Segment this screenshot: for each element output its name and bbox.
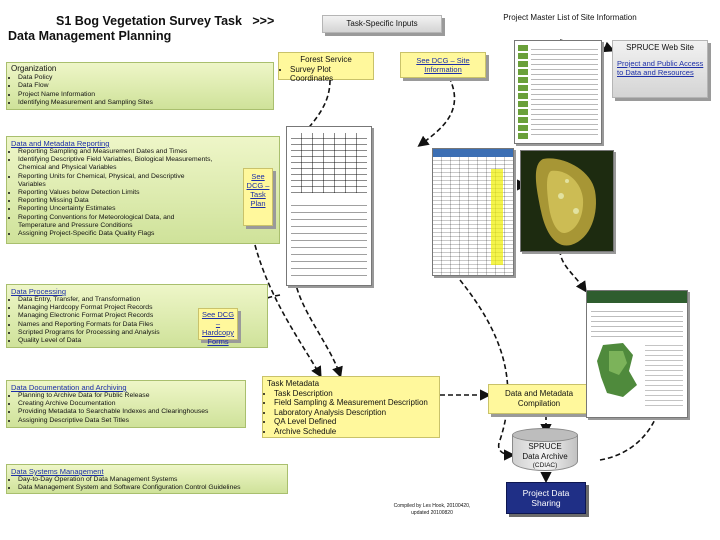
forest-service-title: Forest Service [300, 55, 352, 64]
task-metadata-title: Task Metadata [267, 379, 320, 388]
field-form-thumbnail [286, 126, 372, 286]
documentation-item: Planning to Archive Data for Public Rele… [18, 392, 241, 400]
master-list-label: Project Master List of Site Information [503, 13, 637, 22]
spreadsheet-thumbnail [432, 148, 514, 276]
spruce-web-title: SPRUCE Web Site [626, 43, 694, 52]
master-list-thumbnail [514, 40, 602, 144]
website-map-image [597, 343, 637, 397]
arrow-site-to-spreadsheet [417, 69, 456, 147]
see-dcg-task-link[interactable]: See DCG – Task Plan [246, 172, 270, 208]
data-reporting-title[interactable]: Data and Metadata Reporting [11, 139, 110, 148]
processing-item: Managing Hardcopy Format Project Records [18, 304, 193, 312]
data-reporting-item: Reporting Units for Chemical, Physical, … [18, 173, 214, 189]
data-reporting-item: Reporting Conventions for Meteorological… [18, 214, 214, 230]
data-reporting-item: Reporting Uncertainty Estimates [18, 205, 214, 213]
task-metadata-box: Task Metadata Task Description Field Sam… [262, 376, 440, 438]
organization-box: Organization Data Policy Data Flow Proje… [6, 62, 274, 110]
see-dcg-task-box: See DCG – Task Plan [243, 168, 273, 226]
task-metadata-item: Laboratory Analysis Description [274, 408, 435, 418]
data-reporting-item: Reporting Sampling and Measurement Dates… [18, 148, 214, 156]
organization-item: Data Policy [18, 74, 269, 82]
data-reporting-item: Assigning Project-Specific Data Quality … [18, 230, 214, 238]
page-title-line1: S1 Bog Vegetation Survey Task >>> [56, 14, 275, 28]
archive-line3: (CDIAC) [532, 462, 558, 470]
data-reporting-box: Data and Metadata Reporting Reporting Sa… [6, 136, 280, 244]
documentation-item: Creating Archive Documentation [18, 400, 241, 408]
page-title: S1 Bog Vegetation Survey Task >>> Data M… [8, 14, 298, 44]
page-title-line2: Data Management Planning [8, 29, 172, 43]
arrow-master-to-web [559, 39, 615, 53]
archive-cylinder: SPRUCE Data Archive (CDIAC) [512, 428, 578, 474]
data-reporting-item: Reporting Values below Detection Limits [18, 189, 214, 197]
arrow-archive-to-web [599, 342, 663, 461]
organization-item: Project Name Information [18, 91, 269, 99]
task-metadata-item: Task Description [274, 389, 435, 399]
sharing-box[interactable]: Project Data Sharing [506, 482, 586, 514]
task-metadata-item: QA Level Defined [274, 417, 435, 427]
task-metadata-item: Field Sampling & Measurement Description [274, 398, 435, 408]
organization-item: Data Flow [18, 82, 269, 90]
see-dcg-forms-link[interactable]: See DCG – Hardcopy Forms [201, 310, 235, 346]
forest-service-box: Forest Service Survey Plot Coordinates [278, 52, 374, 83]
arrow-map-to-webpage [559, 249, 587, 293]
arrow-task-to-metadata [254, 244, 322, 378]
processing-title[interactable]: Data Processing [11, 287, 67, 296]
map-image [535, 158, 596, 246]
documentation-item: Assigning Descriptive Data Set Titles [18, 417, 241, 425]
processing-item: Data Entry, Transfer, and Transformation [18, 296, 193, 304]
organization-title: Organization [11, 64, 57, 73]
spruce-web-box: SPRUCE Web Site Project and Public Acces… [612, 40, 708, 98]
documentation-title[interactable]: Data Documentation and Archiving [11, 383, 127, 392]
data-reporting-item: Reporting Missing Data [18, 197, 214, 205]
archive-line1: SPRUCE [528, 442, 562, 451]
sharing-label: Project Data Sharing [522, 488, 570, 508]
compiled-line1: Compiled by Les Hook, 20100420, [393, 503, 471, 509]
task-inputs-box: Task-Specific Inputs [322, 15, 442, 33]
systems-item: Day-to-Day Operation of Data Management … [18, 476, 283, 484]
systems-box: Data Systems Management Day-to-Day Opera… [6, 464, 288, 494]
processing-item: Names and Reporting Formats for Data Fil… [18, 321, 193, 329]
organization-item: Identifying Measurement and Sampling Sit… [18, 99, 269, 107]
archive-line2: Data Archive [522, 451, 568, 461]
compiled-note: Compiled by Les Hook, 20100420, updated … [372, 503, 492, 516]
processing-item: Scripted Programs for Processing and Ana… [18, 329, 193, 337]
map-thumbnail [520, 150, 614, 252]
systems-item: Data Management System and Software Conf… [18, 484, 283, 492]
documentation-box: Data Documentation and Archiving Plannin… [6, 380, 246, 428]
systems-title[interactable]: Data Systems Management [11, 467, 104, 476]
see-dcg-site-box: See DCG – Site Information [400, 52, 486, 78]
compilation-box: Data and Metadata Compilation [488, 384, 590, 414]
data-reporting-item: Identifying Descriptive Field Variables,… [18, 156, 214, 172]
see-dcg-forms-box: See DCG – Hardcopy Forms [198, 308, 238, 346]
task-metadata-item: Archive Schedule [274, 427, 435, 437]
compiled-line2: updated 20100820 [411, 509, 453, 516]
website-thumbnail [586, 290, 688, 418]
see-dcg-site-link[interactable]: See DCG – Site Information [416, 56, 470, 74]
compilation-label: Data and Metadata Compilation [504, 389, 574, 408]
processing-item: Quality Level of Data [18, 337, 193, 345]
forest-service-item: Survey Plot Coordinates [290, 65, 369, 84]
documentation-item: Providing Metadata to Searchable Indexes… [18, 408, 241, 416]
arrow-form-to-metadata [294, 279, 343, 379]
arrow-sheet-to-archive [459, 279, 516, 461]
processing-item: Managing Electronic Format Project Recor… [18, 312, 193, 320]
project-access-link[interactable]: Project and Public Access to Data and Re… [617, 58, 704, 77]
